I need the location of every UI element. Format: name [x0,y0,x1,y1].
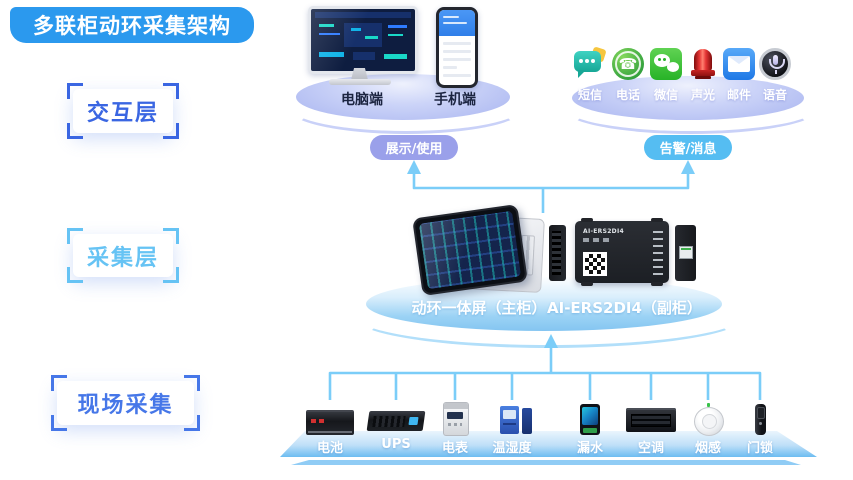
corner-bracket [184,375,200,391]
channel-label-phone: 电话 [615,88,640,102]
qr-code [583,252,607,276]
field-label-temp-humidity: 温湿度 [492,441,532,456]
smartphone-icon [436,7,478,88]
display-use-badge: 展示/使用 [370,135,458,160]
battery-rack-icon [306,410,354,435]
layer-text: 采集层 [86,245,159,271]
field-label-battery: 电池 [316,441,343,456]
corner-bracket [163,123,179,139]
port-labels [653,229,663,275]
corner-bracket [67,83,83,99]
alarm-beacon-icon [687,48,719,80]
corner-bracket [67,228,83,244]
desktop-monitor-icon [308,6,418,74]
layer-label-interaction: 交互层 [67,83,179,139]
mail-icon [723,48,755,80]
monitor-base [329,79,391,85]
channel-label-voice: 语音 [762,88,787,102]
field-drop-lines [394,373,710,400]
ups-icon [366,411,426,431]
layer-text: 交互层 [86,101,159,126]
field-platform [280,431,817,457]
interaction-bus-line [412,172,690,190]
ethernet-port [679,246,693,259]
air-conditioner-icon [626,408,676,432]
clients-platform-rim [288,82,524,134]
voice-icon [759,48,791,80]
corner-bracket [51,415,67,431]
client-label-pc: 电脑端 [341,92,383,108]
field-label-ups: UPS [381,437,411,452]
corner-bracket [67,267,83,283]
telephone-icon [612,48,644,80]
wechat-icon [650,48,682,80]
arrowhead-alarm [681,160,695,174]
client-label-mobile: 手机端 [434,92,476,108]
corner-bracket [51,375,67,391]
sms-icon [574,46,607,80]
channel-label-wechat: 微信 [653,88,678,102]
corner-bracket [163,267,179,283]
certification-marks [583,238,609,242]
layer-text: 现场采集 [77,393,174,418]
power-meter-icon [443,402,469,436]
field-label-ac: 空调 [637,441,664,456]
corner-bracket [163,83,179,99]
layer-label-collection: 采集层 [67,228,179,283]
field-label-meter: 电表 [441,441,468,456]
door-lock-icon [755,404,766,435]
field-bus-line [328,371,762,400]
field-platform-shadow [291,460,801,465]
water-leak-icon [580,404,600,435]
field-label-door-lock: 门锁 [746,441,773,456]
corner-bracket [184,415,200,431]
smoke-detector-icon [694,403,724,436]
all-in-one-screen-icon [412,204,528,296]
temp-humidity-icon [500,406,519,434]
temp-humidity-probe-icon [522,408,532,434]
main-cabinet-label: 动环一体屏（主柜） [411,299,547,317]
field-label-water-leak: 漏水 [576,441,603,456]
collection-platform-rim [354,286,744,348]
monitor-stand [351,68,368,80]
alarm-message-badge: 告警/消息 [644,135,732,160]
corner-bracket [163,228,179,244]
sub-cabinet-label: AI-ERS2DI4（副柜） [547,299,702,317]
layer-label-field: 现场采集 [51,375,200,431]
channels-platform-rim [564,84,818,134]
page-title: 多联柜动环采集架构 [10,7,254,43]
field-label-smoke: 烟感 [694,441,721,456]
gateway-model-text: AI-ERS2DI4 [583,228,624,235]
gateway-side-view-icon [549,225,566,281]
arrowhead-display [407,160,421,174]
channel-label-soundlight: 声光 [690,88,715,102]
gateway-device-icon: AI-ERS2DI4 [575,218,669,286]
channel-label-sms: 短信 [577,88,602,102]
gateway-ethernet-side-icon [675,225,696,281]
corner-bracket [67,123,83,139]
channel-label-mail: 邮件 [726,88,751,102]
